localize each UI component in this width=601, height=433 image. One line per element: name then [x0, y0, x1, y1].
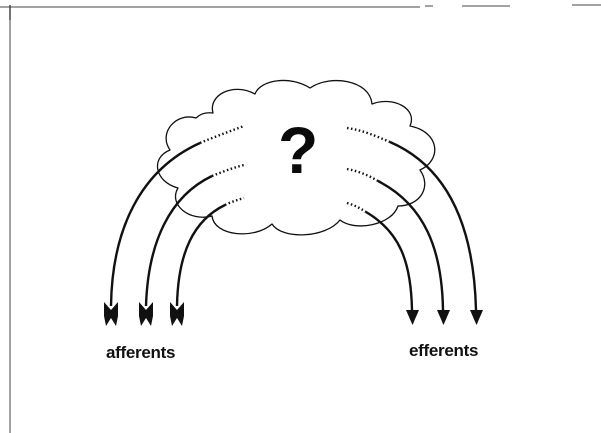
- efferents-label: efferents: [409, 341, 479, 360]
- afferent-arc-outer: [109, 141, 201, 307]
- unknown-center-symbol: ?: [278, 113, 319, 187]
- arrowhead-icon: [437, 310, 450, 325]
- efferent-arc-outer: [389, 140, 478, 311]
- arrowhead-icon: [470, 310, 483, 325]
- efferent-arcs: [346, 126, 478, 311]
- efferent-arrowheads: [406, 310, 483, 325]
- efferent-arc-middle: [377, 179, 445, 311]
- afferent-arc-middle: [144, 174, 213, 307]
- fletched-tail-arrow-icon: [104, 302, 118, 326]
- cloud-shape: [156, 79, 436, 236]
- arrowhead-icon: [406, 310, 419, 325]
- afferents-label: afferents: [106, 343, 176, 362]
- fletched-tail-arrow-icon: [139, 302, 153, 326]
- fletched-tail-arrow-icon: [170, 302, 184, 326]
- efferent-arc-inner: [365, 210, 414, 311]
- frame-border: [0, 4, 601, 433]
- afferent-arc-inner: [175, 203, 226, 307]
- afferent-fletchings: [104, 302, 184, 326]
- efferent-dots-middle: [346, 167, 379, 183]
- afferent-arcs: [109, 124, 245, 307]
- afferent-dots-middle: [211, 163, 245, 178]
